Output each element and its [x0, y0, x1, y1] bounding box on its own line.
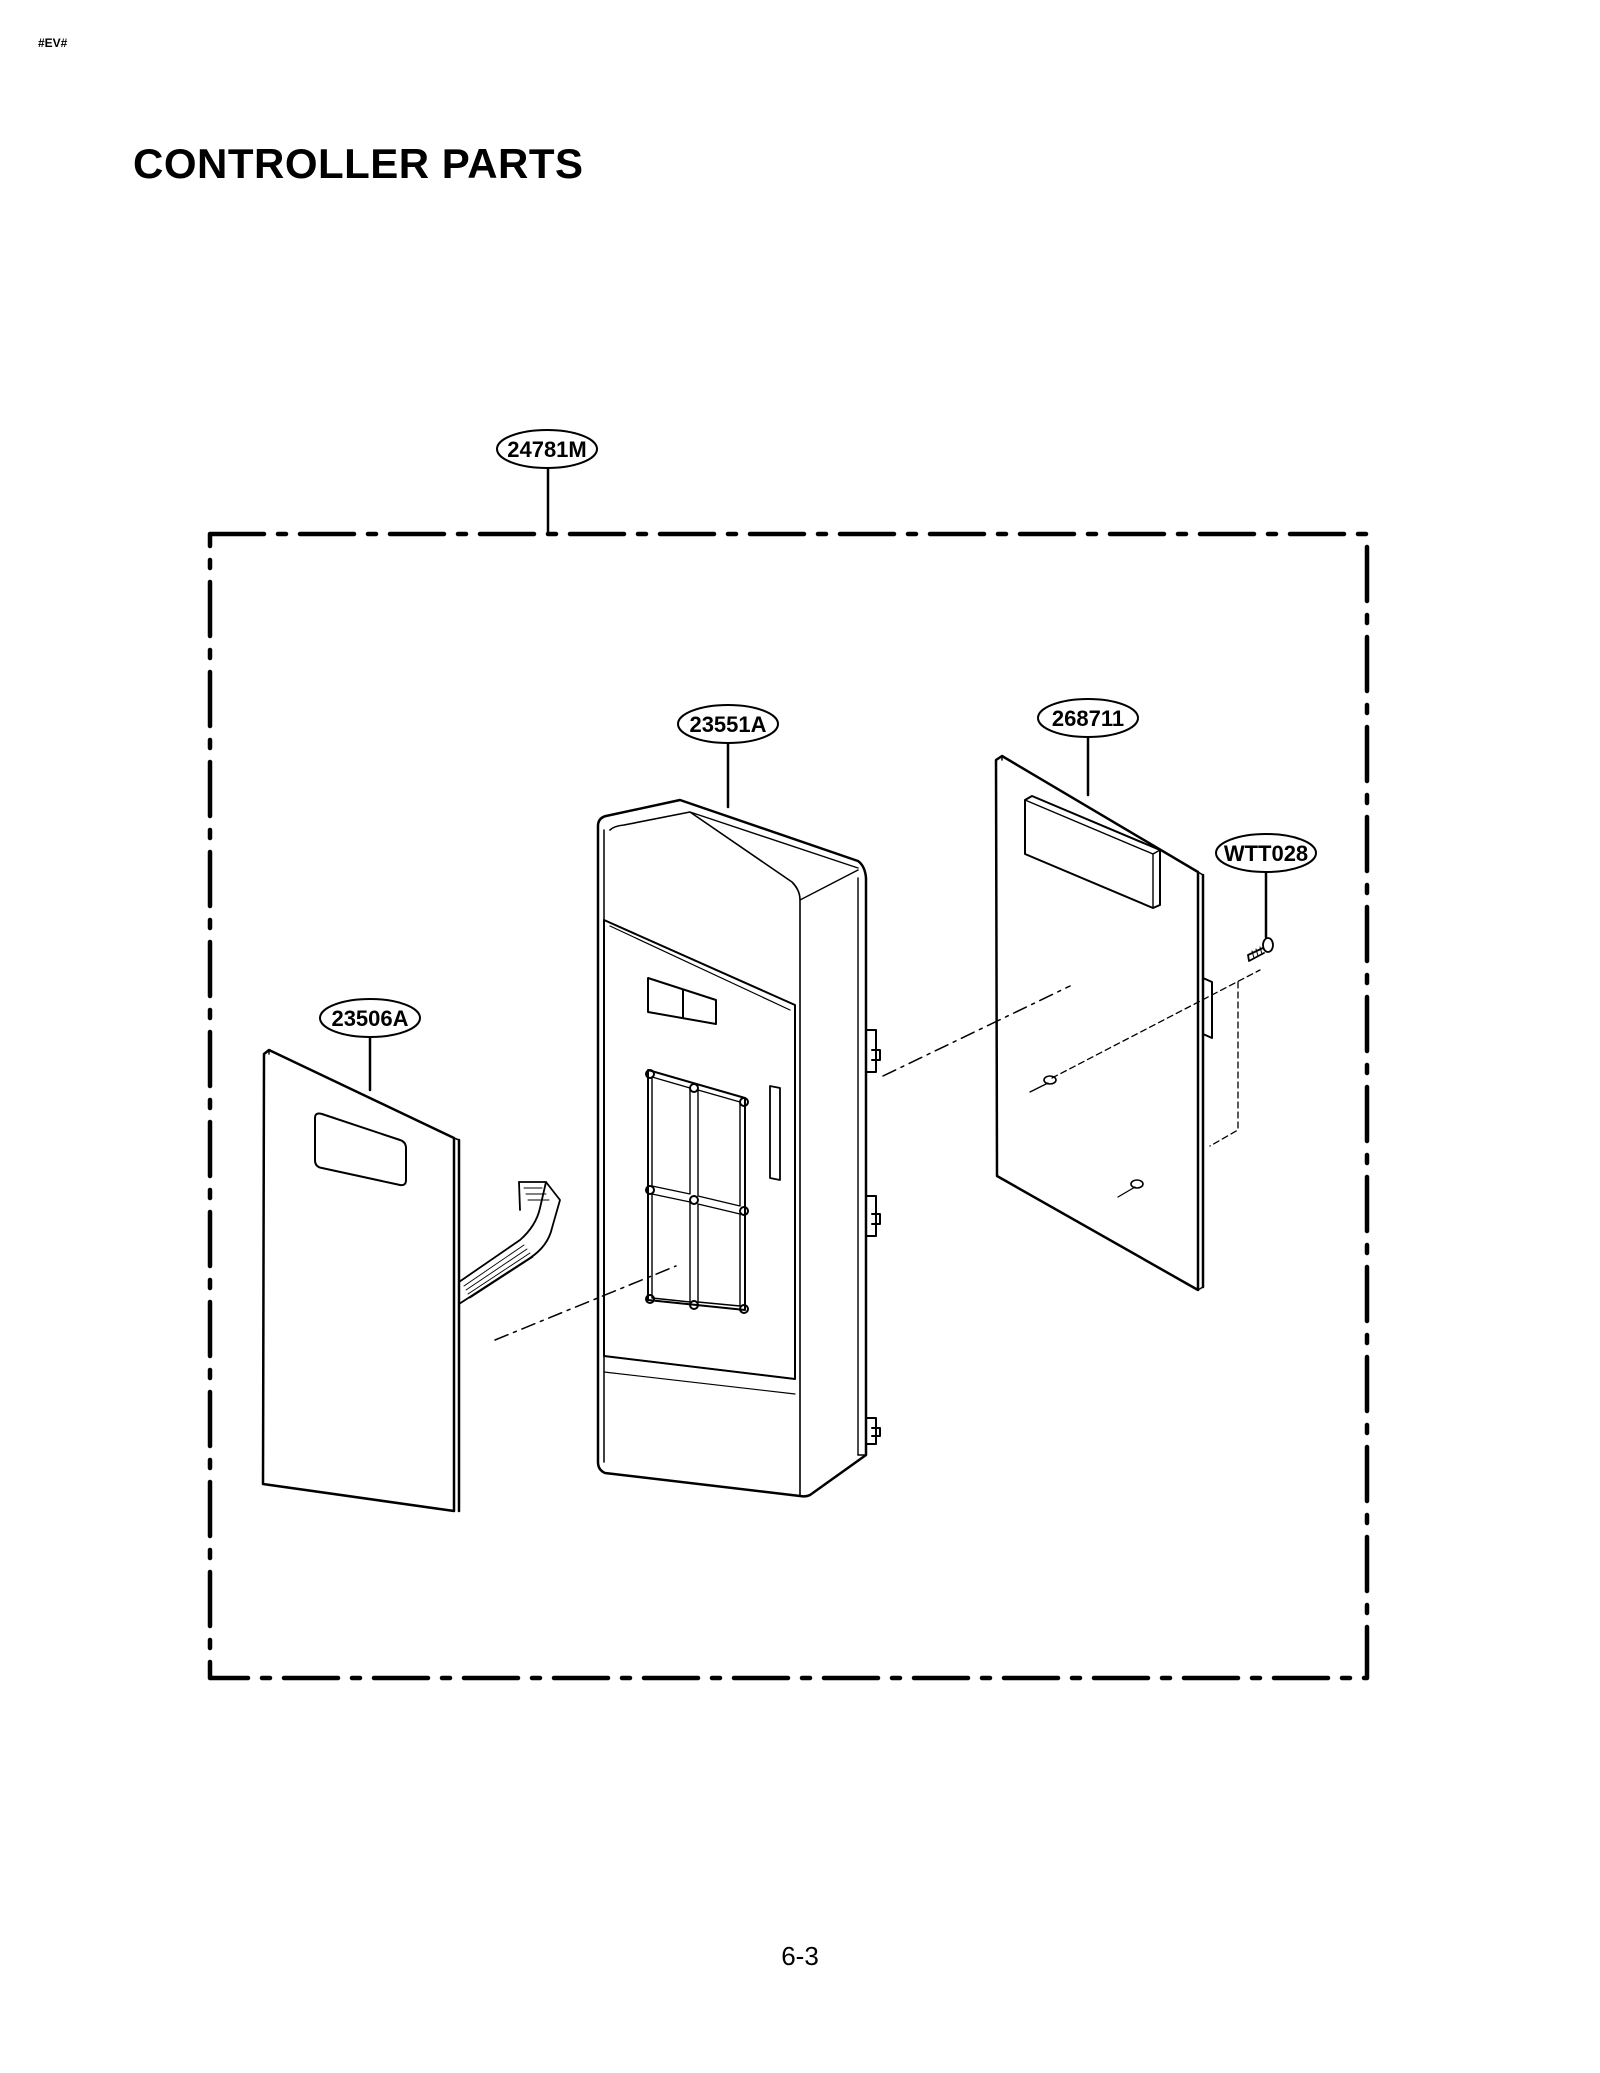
mounting-tabs [865, 1029, 881, 1445]
display-window [647, 977, 717, 1025]
page-number: 6-3 [781, 1941, 819, 1971]
pcb-holes [1029, 1075, 1144, 1198]
corner-tag: #EV# [38, 36, 68, 50]
screw-icon [1247, 937, 1274, 962]
page-title: CONTROLLER PARTS [133, 140, 584, 187]
callout-assembly-label: 24781M [507, 437, 587, 462]
callout-control-panel: 23551A [677, 704, 779, 744]
assembly-line-screw-drop [1209, 981, 1239, 1147]
pcb-display-module [1024, 795, 1161, 909]
callout-screw-label: WTT028 [1224, 841, 1308, 866]
callout-membrane: 23506A [319, 998, 421, 1038]
callout-pcb: 268711 [1037, 698, 1139, 738]
callout-screw: WTT028 [1215, 833, 1317, 873]
callout-pcb-label: 268711 [1052, 706, 1124, 731]
pcb-board [994, 754, 1213, 1292]
assembly-line-membrane [494, 1265, 677, 1341]
ribbon-cable [458, 1181, 561, 1305]
assembly-line-frame-pcb [882, 985, 1071, 1077]
callout-control-panel-label: 23551A [689, 712, 766, 737]
callout-membrane-label: 23506A [331, 1006, 408, 1031]
assembly-line-screw [1051, 969, 1261, 1079]
callout-assembly: 24781M [496, 429, 598, 469]
indicator-slot [769, 1085, 781, 1181]
assembly-boundary [207, 531, 1370, 1681]
key-grid [645, 1069, 749, 1314]
membrane-key-sheet [261, 1048, 461, 1513]
control-panel-frame [596, 798, 868, 1498]
